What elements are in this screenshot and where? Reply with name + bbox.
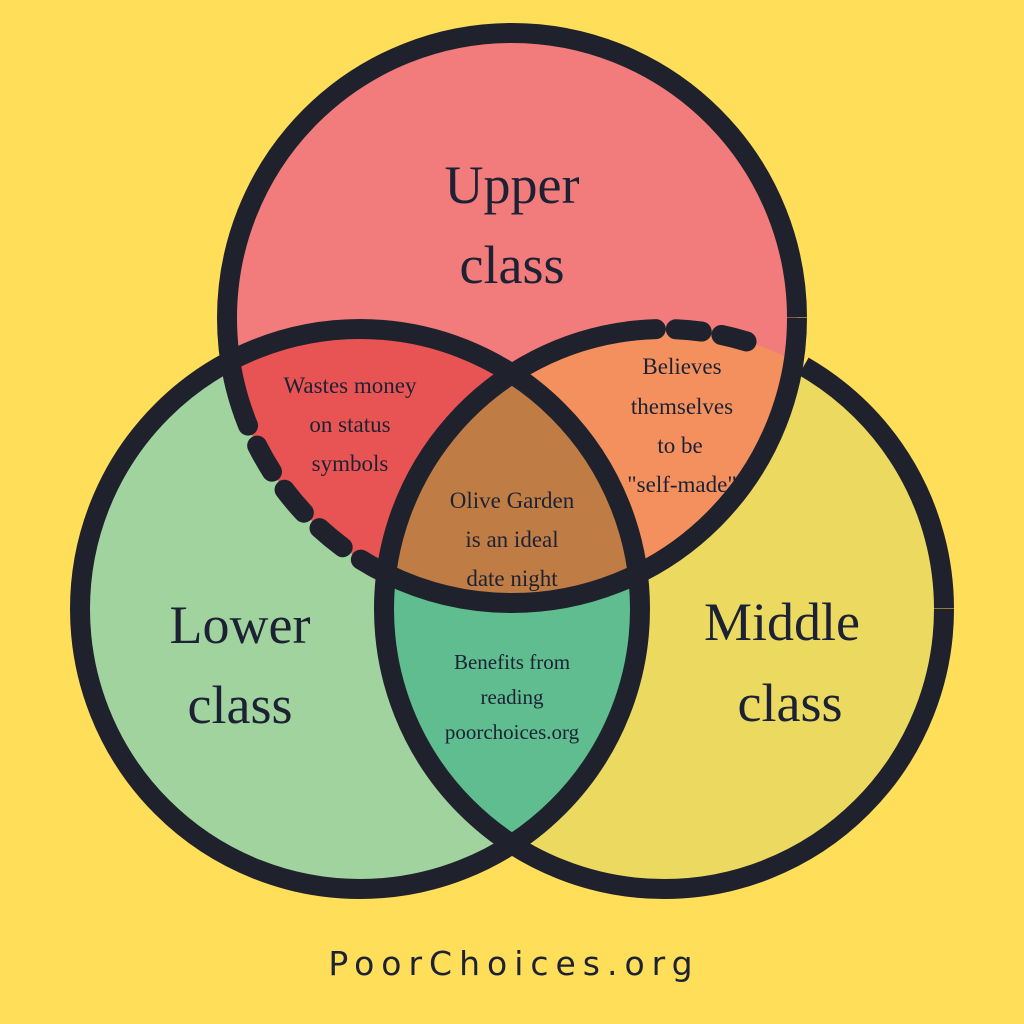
lower-middle-text-2: reading [481,685,544,709]
upper-middle-text-4: "self-made" [627,472,736,497]
center-text-2: is an ideal [465,527,558,552]
upper-lower-text-2: on status [309,412,390,437]
lower-class-label-1: Lower [170,595,311,655]
middle-class-label-2: class [738,673,843,733]
upper-lower-text-3: symbols [312,451,389,476]
upper-dashed-arc [234,405,398,585]
lower-circle-outline [70,319,650,899]
lower-middle-text-1: Benefits from [454,650,570,674]
center-text-1: Olive Garden [450,488,575,513]
upper-class-label-2: class [460,235,565,295]
upper-middle-overlap [384,329,797,603]
upper-lower-overlap [227,329,640,603]
middle-circle-outline [374,319,954,899]
lower-class-label-2: class [188,675,293,735]
footer-site-name: PoorChoices.org [328,944,699,983]
middle-class-label-1: Middle [704,592,860,652]
upper-middle-text-2: themselves [631,394,733,419]
lower-middle-text-3: poorchoices.org [445,720,580,744]
upper-circle-outline [217,23,807,613]
upper-middle-text-1: Believes [642,354,721,379]
upper-lower-text-1: Wastes money [284,373,417,398]
upper-class-label-1: Upper [445,155,580,215]
center-text-3: date night [466,566,558,591]
middle-dashed-arc [619,319,770,356]
upper-middle-text-3: to be [657,433,702,458]
